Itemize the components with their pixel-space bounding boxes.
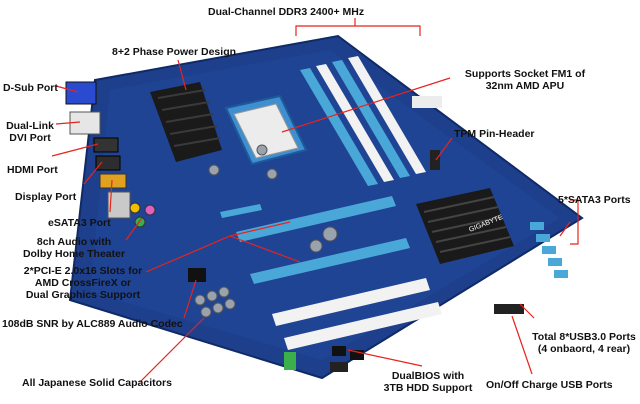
atx-power-connector: [412, 96, 442, 108]
audio-jack: [129, 202, 141, 214]
label-usb3-line2: (4 onbaord, 4 rear): [537, 343, 631, 355]
label-socket: Supports Socket FM1 of 32nm AMD APU: [452, 68, 598, 92]
usb-stack: [107, 191, 131, 219]
audio-codec-chip: [188, 268, 206, 282]
capacitors: [194, 144, 338, 318]
label-dvi-line2: DVI Port: [9, 132, 51, 144]
label-dvi-line1: Dual-Link: [6, 120, 54, 132]
chipset-heatsink: [416, 188, 514, 264]
display-port: [95, 155, 121, 171]
label-pcie-line2: AMD CrossFireX or: [34, 277, 132, 289]
label-esata: eSATA3 Port: [48, 217, 111, 229]
label-audio-line1: 8ch Audio with: [36, 236, 112, 248]
label-pcie-line3: Dual Graphics Support: [25, 289, 141, 301]
vga-port: [65, 81, 97, 105]
label-phase-power: 8+2 Phase Power Design: [112, 46, 237, 58]
label-tpm: TPM Pin-Header: [454, 128, 535, 140]
label-capacitors: All Japanese Solid Capacitors: [22, 377, 172, 389]
chipset-fins: [423, 196, 511, 253]
label-onoff-charge: On/Off Charge USB Ports: [486, 379, 613, 391]
label-dualbios: DualBIOS with 3TB HDD Support: [380, 370, 476, 394]
usb-header: [330, 362, 348, 372]
label-audio-line2: Dolby Home Theater: [22, 248, 126, 260]
audio-jack: [134, 216, 146, 228]
label-displayport: Display Port: [15, 191, 77, 203]
label-dvi: Dual-Link DVI Port: [3, 120, 57, 144]
label-audio: 8ch Audio with Dolby Home Theater: [14, 236, 134, 260]
sata-ports: [530, 222, 568, 278]
label-pcie: 2*PCI-E 2.0x16 Slots for AMD CrossFireX …: [8, 265, 158, 301]
label-dualbios-line1: DualBIOS with: [391, 370, 465, 382]
hdmi-port: [93, 137, 119, 153]
label-socket-line2: 32nm AMD APU: [485, 80, 565, 92]
label-snr: 108dB SNR by ALC889 Audio Codec: [2, 318, 183, 330]
label-dualbios-line2: 3TB HDD Support: [383, 382, 473, 394]
heatsink-fins: [157, 89, 221, 147]
label-usb3-line1: Total 8*USB3.0 Ports: [532, 331, 636, 343]
label-socket-line1: Supports Socket FM1 of: [464, 68, 586, 80]
label-pcie-line1: 2*PCI-E 2.0x16 Slots for: [23, 265, 143, 277]
tpm-header: [430, 150, 440, 170]
label-dual-channel: Dual-Channel DDR3 2400+ MHz: [208, 6, 365, 18]
esata-port: [99, 173, 127, 189]
label-dsub: D-Sub Port: [3, 82, 58, 94]
front-panel-connector: [284, 352, 296, 370]
dvi-port: [69, 111, 101, 135]
label-usb3: Total 8*USB3.0 Ports (4 onbaord, 4 rear): [528, 331, 640, 355]
label-sata: 5*SATA3 Ports: [558, 194, 631, 206]
bios-chip: [332, 346, 346, 356]
label-hdmi: HDMI Port: [7, 164, 58, 176]
audio-jack: [144, 204, 156, 216]
bios-chip: [350, 350, 364, 360]
usb-header: [494, 304, 524, 314]
